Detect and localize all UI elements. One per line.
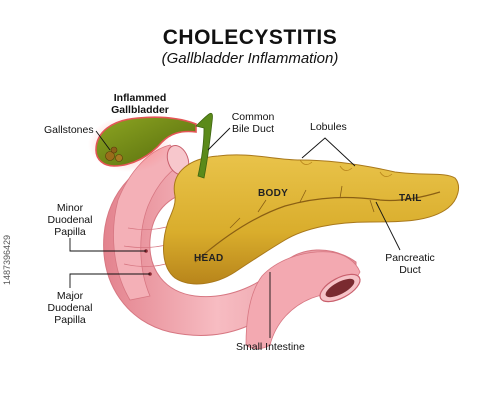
- region-body: BODY: [258, 188, 289, 199]
- region-tail: TAIL: [399, 193, 422, 204]
- gallstone: [110, 146, 118, 154]
- pancreas-body: [163, 154, 459, 285]
- page-subtitle: (Gallbladder Inflammation): [161, 50, 339, 67]
- common-bile-duct: [195, 113, 213, 179]
- label-pancreatic-duct: Pancreatic Duct: [375, 252, 445, 276]
- label-line: Pancreatic: [385, 252, 435, 264]
- leader-minor-papilla: [69, 238, 146, 252]
- stock-id: 1487396429: [2, 234, 12, 285]
- leader-lobules: [301, 137, 356, 167]
- label-major-papilla: Major Duodenal Papilla: [40, 290, 100, 326]
- label-small-intestine: Small Intestine: [236, 341, 305, 353]
- leader-gallstones: [95, 130, 111, 151]
- lobule-texture: [299, 159, 393, 177]
- label-common-bile-duct: Common Bile Duct: [218, 111, 288, 135]
- gallbladder: [88, 116, 197, 172]
- duodenum-wall: [113, 144, 187, 301]
- label-line: Papilla: [54, 314, 86, 326]
- intestine-lumen: [325, 278, 355, 298]
- label-inflamed-gallbladder: Inflammed Gallbladder: [100, 92, 180, 116]
- region-head: HEAD: [194, 253, 224, 264]
- gallbladder-sac: [95, 116, 197, 167]
- pancreas: [163, 154, 459, 285]
- leader-pancreatic-duct: [375, 201, 401, 251]
- label-lobules: Lobules: [310, 121, 347, 133]
- label-gallstones: Gallstones: [44, 124, 94, 136]
- label-line: Bile Duct: [231, 123, 274, 135]
- label-line: Minor: [56, 202, 84, 214]
- page-title: CHOLECYSTITIS: [162, 26, 338, 49]
- pancreatic-duct-line: [194, 191, 441, 263]
- label-line: Duodenal: [47, 302, 93, 314]
- label-line: Papilla: [54, 226, 86, 238]
- label-line: Duct: [399, 264, 421, 276]
- label-minor-papilla: Minor Duodenal Papilla: [40, 202, 100, 238]
- gallstone: [115, 154, 123, 162]
- label-line: Major: [56, 290, 84, 302]
- label-line: Common: [231, 111, 275, 123]
- leader-major-papilla: [69, 273, 150, 288]
- pancreatic-duct-branches: [229, 185, 375, 229]
- leader-lines: [69, 127, 401, 338]
- intestine-lower-tube: [245, 251, 361, 350]
- gallstone: [105, 151, 115, 161]
- label-line: Duodenal: [47, 214, 93, 226]
- leader-bile-duct: [207, 127, 231, 151]
- small-intestine: [103, 144, 361, 350]
- label-line: Gallbladder: [111, 104, 169, 116]
- label-line: Inflammed: [113, 92, 167, 104]
